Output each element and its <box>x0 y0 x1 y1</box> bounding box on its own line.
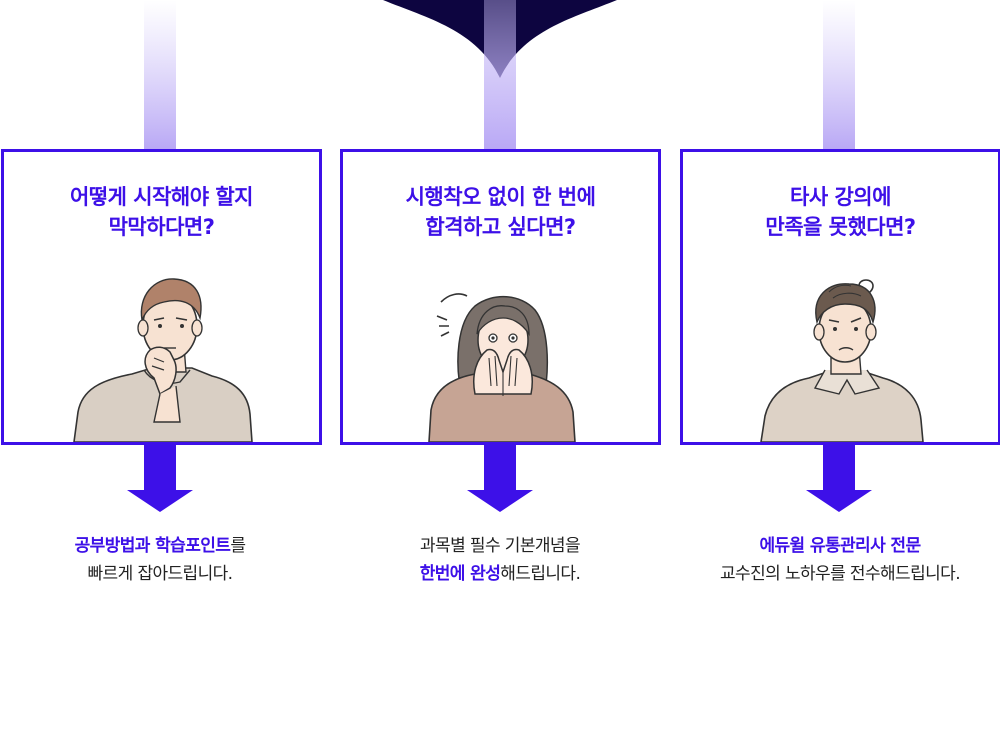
man-thinking-icon <box>73 278 253 442</box>
light-beam <box>144 0 176 150</box>
caption-highlight: 한번에 완성 <box>419 564 501 584</box>
man-confused-icon <box>760 279 924 442</box>
card-title: 타사 강의에 만족을 못했다면? <box>683 182 998 242</box>
caption-text: 교수진의 노하우를 전수해드립니다. <box>719 564 961 584</box>
card-title-line: 어떻게 시작해야 할지 <box>69 185 254 209</box>
light-beam <box>823 0 855 150</box>
caption-line: 에듀윌 유통관리사 전문 <box>680 532 1000 560</box>
solution-caption: 에듀윌 유통관리사 전문 교수진의 노하우를 전수해드립니다. <box>680 532 1000 588</box>
woman-anxious-icon <box>428 293 576 442</box>
card-title-line: 막막하다면? <box>108 215 215 239</box>
card-title: 어떻게 시작해야 할지 막막하다면? <box>4 182 319 242</box>
card-title-line: 타사 강의에 <box>790 185 891 209</box>
caption-text: 를 <box>230 536 246 556</box>
caption-line: 빠르게 잡아드립니다. <box>0 560 320 588</box>
caption-text: 빠르게 잡아드립니다. <box>87 564 234 584</box>
caption-highlight: 공부방법과 학습포인트 <box>74 536 231 556</box>
arrow-down-icon <box>467 444 533 512</box>
solution-caption: 공부방법과 학습포인트를 빠르게 잡아드립니다. <box>0 532 320 588</box>
caption-text: 과목별 필수 기본개념을 <box>419 536 581 556</box>
caption-line: 공부방법과 학습포인트를 <box>0 532 320 560</box>
concern-card-start: 어떻게 시작해야 할지 막막하다면? <box>1 149 322 445</box>
light-beam <box>484 0 516 150</box>
arrow-down-icon <box>806 444 872 512</box>
concern-card-unsatisfied: 타사 강의에 만족을 못했다면? <box>680 149 1000 445</box>
caption-line: 한번에 완성해드립니다. <box>340 560 660 588</box>
arrow-down-icon <box>127 444 193 512</box>
caption-line: 과목별 필수 기본개념을 <box>340 532 660 560</box>
card-title-line: 만족을 못했다면? <box>765 215 916 239</box>
caption-line: 교수진의 노하우를 전수해드립니다. <box>680 560 1000 588</box>
caption-text: 해드립니다. <box>500 564 581 584</box>
solution-caption: 과목별 필수 기본개념을 한번에 완성해드립니다. <box>340 532 660 588</box>
card-title-line: 합격하고 싶다면? <box>425 215 576 239</box>
concern-card-onetime: 시행착오 없이 한 번에 합격하고 싶다면? <box>340 149 661 445</box>
card-title: 시행착오 없이 한 번에 합격하고 싶다면? <box>343 182 658 242</box>
caption-highlight: 에듀윌 유통관리사 전문 <box>759 536 921 556</box>
card-title-line: 시행착오 없이 한 번에 <box>405 185 596 209</box>
